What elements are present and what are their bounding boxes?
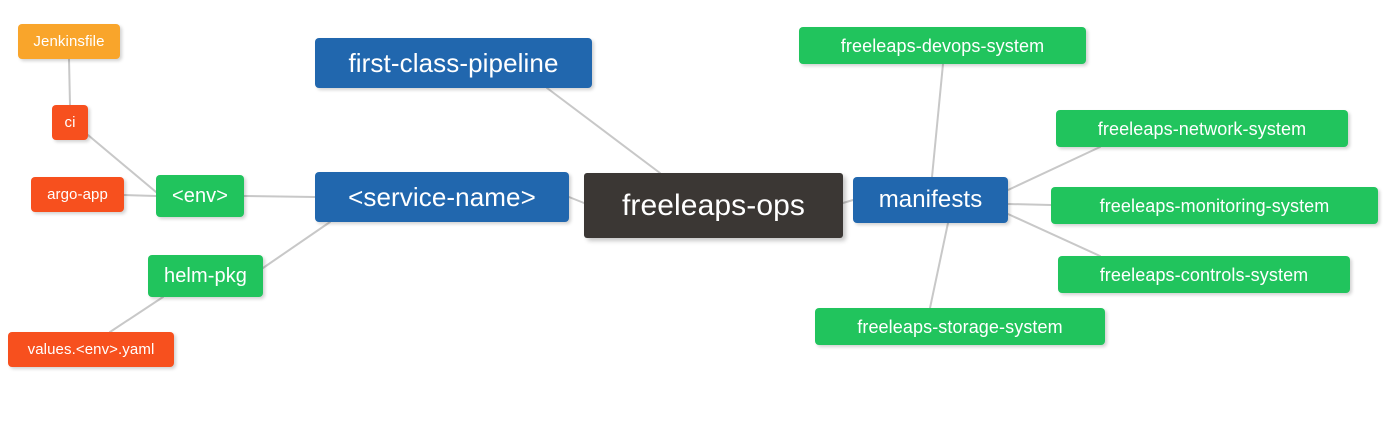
- edge-jenkinsfile-to-ci: [68, 58, 71, 106]
- node-monitoring-system[interactable]: freeleaps-monitoring-system: [1051, 187, 1378, 224]
- node-values-yaml[interactable]: values.<env>.yaml: [8, 332, 174, 367]
- edge-first-class-pipeline-to-freeleaps-ops: [546, 87, 661, 174]
- node-helm-pkg[interactable]: helm-pkg: [148, 255, 263, 297]
- node-devops-system[interactable]: freeleaps-devops-system: [799, 27, 1086, 64]
- node-storage-system[interactable]: freeleaps-storage-system: [815, 308, 1105, 345]
- edge-helm-pkg-to-values-yaml: [109, 296, 164, 333]
- node-first-class-pipeline[interactable]: first-class-pipeline: [315, 38, 592, 88]
- node-env[interactable]: <env>: [156, 175, 244, 217]
- node-freeleaps-ops[interactable]: freeleaps-ops: [584, 173, 843, 238]
- edge-manifests-to-devops-system: [931, 63, 944, 178]
- edge-manifests-to-monitoring-system: [1007, 203, 1052, 206]
- node-ci[interactable]: ci: [52, 105, 88, 140]
- node-manifests[interactable]: manifests: [853, 177, 1008, 223]
- node-jenkinsfile[interactable]: Jenkinsfile: [18, 24, 120, 59]
- node-controls-system[interactable]: freeleaps-controls-system: [1058, 256, 1350, 293]
- edge-env-to-service-name: [243, 195, 316, 198]
- node-argo-app[interactable]: argo-app: [31, 177, 124, 212]
- edge-manifests-to-storage-system: [929, 222, 949, 309]
- edge-service-name-to-helm-pkg: [262, 221, 331, 269]
- edge-service-name-to-freeleaps-ops: [568, 196, 585, 204]
- edge-argo-app-to-env: [123, 194, 157, 197]
- edge-freeleaps-ops-to-manifests: [842, 199, 854, 204]
- node-network-system[interactable]: freeleaps-network-system: [1056, 110, 1348, 147]
- edge-manifests-to-network-system: [1007, 146, 1101, 191]
- node-service-name[interactable]: <service-name>: [315, 172, 569, 222]
